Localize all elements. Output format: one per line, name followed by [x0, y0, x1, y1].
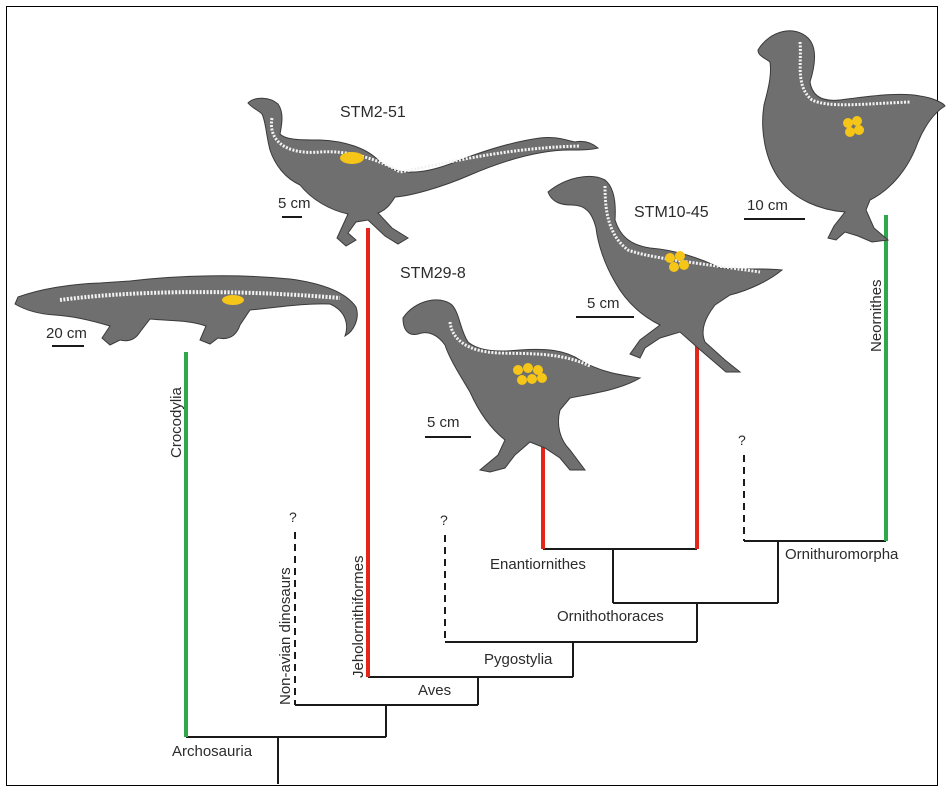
label-crocodylia: Crocodylia: [168, 386, 185, 458]
svg-text:5 cm: 5 cm: [427, 414, 460, 431]
label-enantiornithes: Enantiornithes: [490, 556, 586, 573]
specimen-label-stm10-45: STM10-45: [634, 204, 709, 221]
scale-bar-stm29-8: 5 cm: [425, 414, 471, 437]
specimen-label-stm2-51: STM2-51: [340, 104, 406, 121]
scale-bar-chicken: 10 cm: [744, 197, 805, 219]
label-non-avian-dinosaurs: Non-avian dinosaurs: [277, 567, 294, 705]
label-ornithothoraces: Ornithothoraces: [557, 608, 664, 625]
svg-text:5 cm: 5 cm: [278, 195, 311, 212]
label-pygostylia: Pygostylia: [484, 651, 553, 668]
label-ornithuromorpha: Ornithuromorpha: [785, 546, 899, 563]
question-mark-non-avian: ?: [289, 509, 297, 525]
stm2-51-silhouette: [248, 98, 598, 246]
stm29-8-silhouette: [403, 300, 640, 472]
label-archosauria: Archosauria: [172, 743, 253, 760]
scale-bar-stm10-45: 5 cm: [576, 295, 634, 317]
question-mark-pygostylia: ?: [440, 512, 448, 528]
question-mark-ornithuromorpha: ?: [738, 432, 746, 448]
svg-text:10 cm: 10 cm: [747, 197, 788, 214]
svg-text:20 cm: 20 cm: [46, 325, 87, 342]
label-neornithes: Neornithes: [868, 279, 885, 352]
svg-text:5 cm: 5 cm: [587, 295, 620, 312]
scale-bar-stm2-51: 5 cm: [278, 195, 311, 217]
scale-bar-crocodile: 20 cm: [46, 325, 87, 346]
specimen-label-stm29-8: STM29-8: [400, 265, 466, 282]
label-aves: Aves: [418, 682, 451, 699]
label-jeholornithiformes: Jeholornithiformes: [350, 555, 367, 678]
